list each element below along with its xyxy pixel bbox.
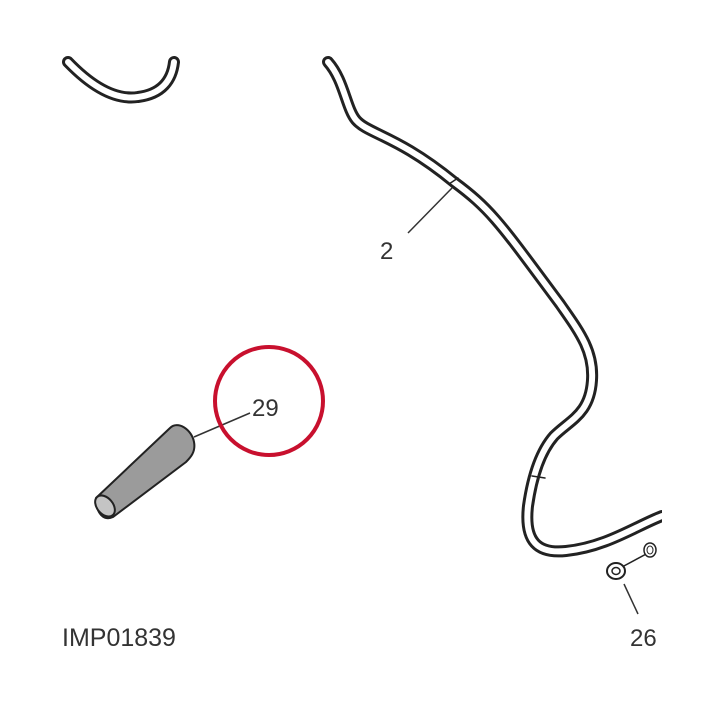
hose-part-2 bbox=[322, 56, 668, 558]
drawing-id: IMP01839 bbox=[62, 624, 176, 652]
hose-loop-fragment bbox=[62, 56, 180, 104]
nut-part-26 bbox=[606, 542, 657, 580]
callout-label-2: 2 bbox=[380, 238, 393, 265]
highlight-circle bbox=[213, 345, 325, 457]
leader-line-2 bbox=[407, 187, 453, 234]
right-margin-mask bbox=[662, 0, 720, 720]
hose-sleeve-part-29 bbox=[94, 424, 196, 519]
callout-label-29: 29 bbox=[252, 395, 279, 422]
leader-line-26 bbox=[623, 583, 639, 615]
callout-label-26: 26 bbox=[630, 625, 657, 652]
